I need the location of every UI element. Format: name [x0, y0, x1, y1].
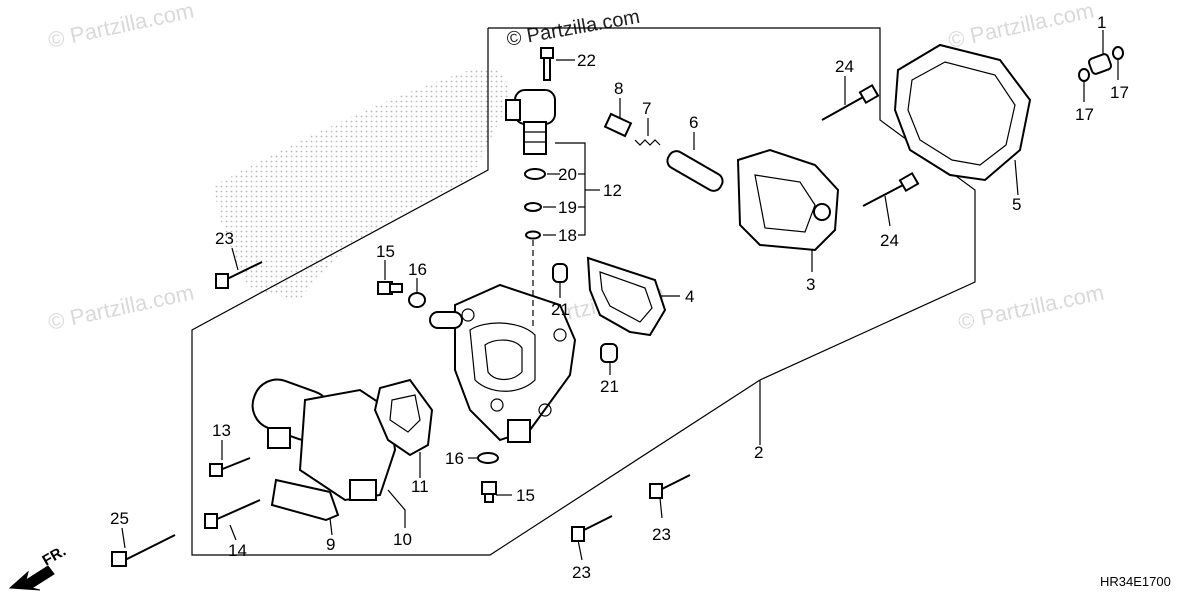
callout-10: 10: [393, 530, 412, 549]
front-label: FR.: [40, 543, 69, 570]
callout-18: 18: [558, 226, 577, 245]
callout-14: 14: [228, 541, 247, 560]
stopper-plate-9: [270, 478, 340, 522]
spring: [634, 139, 661, 146]
callout-22: 22: [577, 51, 596, 70]
bolt-24-upper: [821, 83, 880, 121]
bolt-22: [540, 47, 554, 81]
callout-24-upper: 24: [835, 57, 854, 76]
watermark-right-top: © Partzilla.com: [946, 0, 1096, 53]
callout-21-upper: 21: [551, 300, 570, 319]
front-arrow-icon: [8, 565, 55, 591]
watermark-left-top: © Partzilla.com: [46, 0, 196, 53]
shift-spool: [666, 150, 724, 192]
callout-17-left: 17: [1075, 105, 1094, 124]
callout-13: 13: [212, 421, 231, 440]
gasket-11: [373, 378, 434, 457]
washer-16-lower: [477, 452, 499, 464]
o-ring-20: [524, 168, 546, 180]
bolt-13: [209, 457, 251, 477]
callout-12: 12: [603, 181, 622, 200]
callout-16-upper: 16: [408, 260, 427, 279]
ghost-engine-shape: [215, 67, 509, 300]
callout-23-left: 23: [215, 229, 234, 248]
washer-17-right: [1112, 46, 1124, 60]
callout-20: 20: [558, 165, 577, 184]
plug: [1087, 53, 1113, 75]
bolt-24-lower: [862, 171, 920, 207]
washer-17-left: [1078, 68, 1090, 82]
valve-cover: [736, 148, 840, 252]
callout-16-lower: 16: [445, 449, 464, 468]
callout-2: 2: [754, 443, 763, 462]
callout-24-lower: 24: [880, 231, 899, 250]
watermark-right-mid: © Partzilla.com: [956, 280, 1106, 335]
callout-11: 11: [411, 477, 429, 496]
callout-19: 19: [558, 198, 577, 217]
callout-23-bottom: 23: [572, 563, 591, 582]
gasket-5: [893, 43, 1032, 182]
bolt-15-lower: [481, 481, 497, 503]
leader-lines: [121, 30, 1119, 561]
callout-5: 5: [1012, 195, 1021, 214]
drawing-code: HR34E1700: [1100, 574, 1171, 589]
bolt-25: [111, 534, 176, 567]
bolt-23-bottom: [571, 515, 613, 542]
callout-23-right: 23: [652, 525, 671, 544]
callout-8: 8: [614, 79, 623, 98]
gasket-4: [586, 256, 667, 337]
o-ring-19: [524, 202, 542, 212]
callout-labels: 1 2 3 4 5 6 7 8 9 10 11 12 13 14 15 15 1…: [110, 13, 1129, 582]
callout-6: 6: [689, 113, 698, 132]
bolt-14: [204, 499, 261, 529]
callout-3: 3: [806, 275, 815, 294]
callout-7: 7: [642, 99, 651, 118]
callout-15-lower: 15: [516, 486, 535, 505]
solenoid-valve: [505, 89, 556, 155]
front-direction-indicator: FR.: [8, 543, 69, 591]
stopper-plate: [603, 112, 633, 138]
linear-solenoid: [251, 378, 397, 502]
callout-1: 1: [1097, 13, 1106, 32]
callout-17-right: 17: [1110, 83, 1129, 102]
dowel-pin-upper: [552, 263, 568, 283]
callout-9: 9: [326, 535, 335, 554]
callout-4: 4: [685, 287, 694, 306]
valve-body: [429, 283, 577, 443]
dowel-pin-lower: [600, 343, 618, 363]
bolt-23-left: [215, 261, 263, 289]
washer-16-upper: [408, 292, 426, 308]
o-ring-18: [525, 230, 541, 240]
callout-21-lower: 21: [600, 377, 619, 396]
watermark-left-mid: © Partzilla.com: [46, 280, 196, 335]
callout-15-upper: 15: [376, 242, 395, 261]
callout-25: 25: [110, 509, 129, 528]
bolt-15-upper: [377, 281, 403, 295]
bolt-23-right: [649, 474, 691, 499]
